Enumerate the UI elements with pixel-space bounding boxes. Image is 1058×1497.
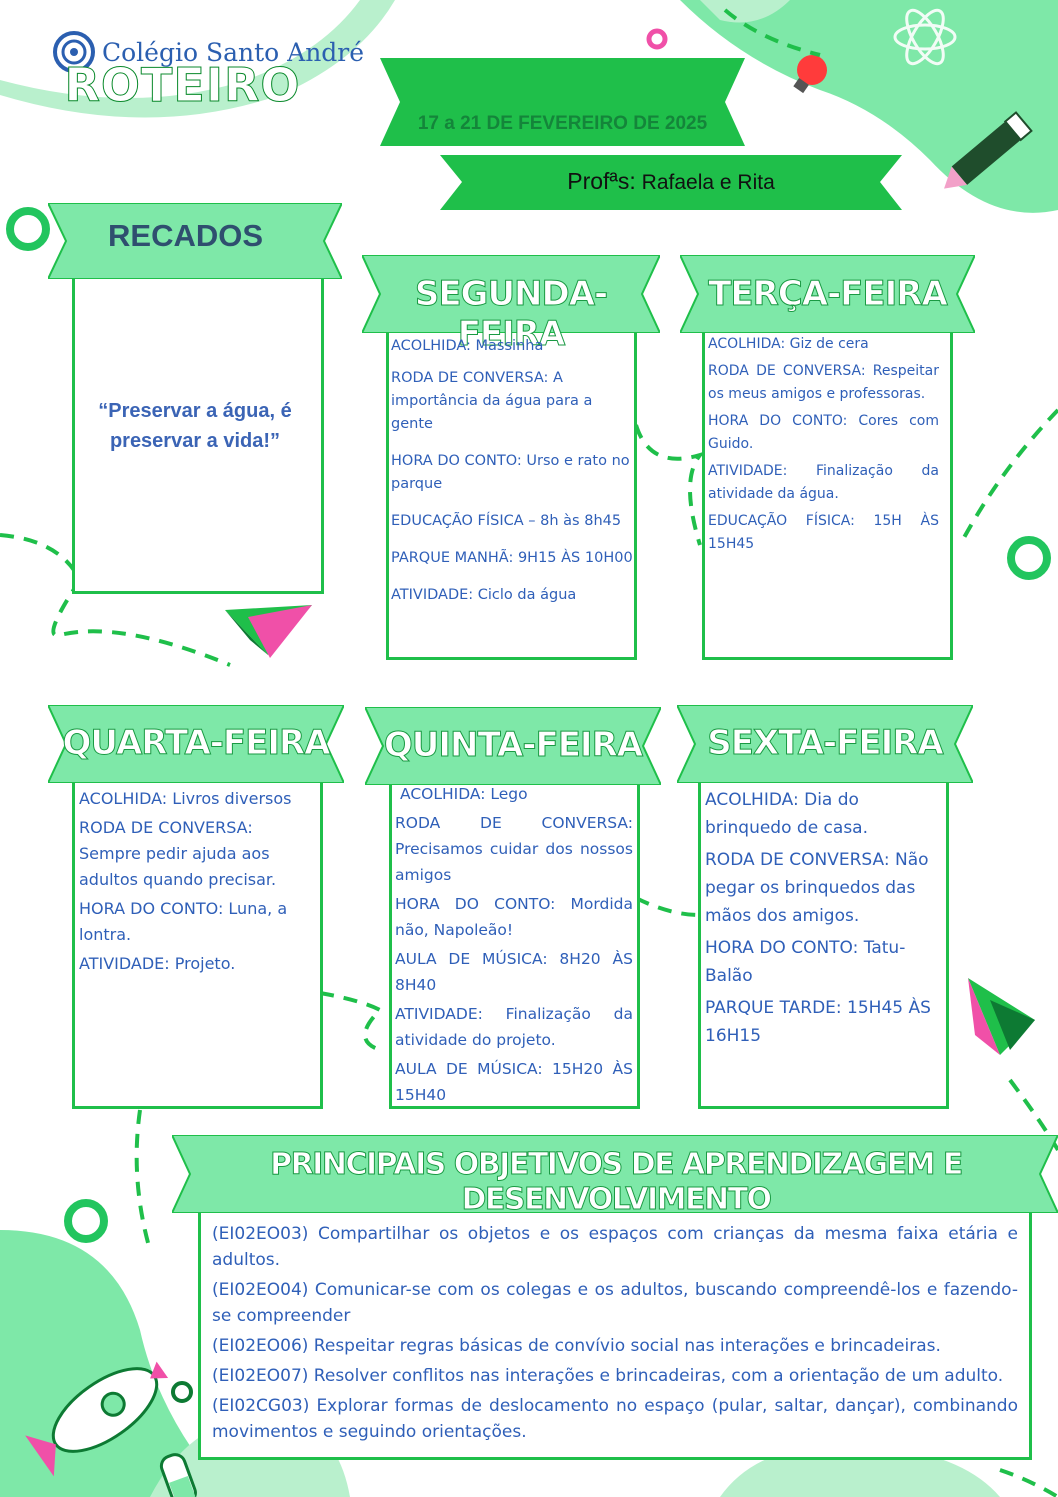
quarta-content: ACOLHIDA: Livros diversos RODA DE CONVER… xyxy=(79,786,319,986)
objectives-list: (EI02EO03) Compartilhar os objetos e os … xyxy=(212,1221,1018,1449)
school-logo: Colégio Santo André xyxy=(52,30,364,74)
sexta-title: SEXTA-FEIRA xyxy=(707,723,945,764)
segunda-item: HORA DO CONTO: Urso e rato no parque xyxy=(391,453,630,492)
recados-box xyxy=(72,268,324,594)
school-name: Colégio Santo André xyxy=(102,37,365,67)
segunda-item: ACOLHIDA: Massinha xyxy=(391,338,544,354)
segunda-content: ACOLHIDA: Massinha RODA DE CONVERSA: A i… xyxy=(391,335,633,616)
teachers-names: Rafaela e Rita xyxy=(641,171,775,194)
terca-content: ACOLHIDA: Giz de cera RODA DE CONVERSA: … xyxy=(708,333,939,565)
segunda-item: ATIVIDADE: Ciclo da água xyxy=(391,587,577,603)
objective-item: (EI02EO04) Comunicar-se com os colegas e… xyxy=(212,1280,1018,1326)
objective-item: (EI02EO07) Resolver conflitos nas intera… xyxy=(212,1366,1004,1386)
quinta-content: ACOLHIDA: Lego RODA DE CONVERSA: Precisa… xyxy=(395,781,633,1117)
objective-item: (EI02CG03) Explorar formas de deslocamen… xyxy=(212,1396,1018,1442)
recados-title: RECADOS xyxy=(108,218,264,253)
quarta-item: ACOLHIDA: Livros diversos xyxy=(79,789,292,808)
sexta-item: RODA DE CONVERSA: Não pegar os brinquedo… xyxy=(705,850,929,926)
quarta-item: RODA DE CONVERSA: Sempre pedir ajuda aos… xyxy=(79,818,277,889)
segunda-item: RODA DE CONVERSA: A importância da água … xyxy=(391,370,593,432)
objective-item: (EI02EO03) Compartilhar os objetos e os … xyxy=(212,1224,1018,1270)
objectives-banner xyxy=(172,1135,1058,1213)
teachers-line: Profªs: Rafaela e Rita xyxy=(440,168,902,195)
segunda-item: EDUCAÇÃO FÍSICA – 8h às 8h45 xyxy=(391,513,622,529)
terca-banner xyxy=(680,255,975,333)
segunda-title: SEGUNDA-FEIRA xyxy=(414,274,608,355)
terca-item: HORA DO CONTO: Cores com Guido. xyxy=(708,413,939,452)
quinta-item: RODA DE CONVERSA: Precisamos cuidar dos … xyxy=(395,814,633,884)
quarta-box xyxy=(72,775,323,1109)
terca-item: EDUCAÇÃO FÍSICA: 15H ÀS 15H45 xyxy=(708,513,939,552)
page-title: ROTEIRO xyxy=(64,58,301,113)
teachers-ribbon xyxy=(440,155,902,210)
quarta-banner xyxy=(48,705,344,783)
segunda-box xyxy=(386,322,637,660)
quinta-item: ACOLHIDA: Lego xyxy=(400,785,528,803)
logo-swirl-icon xyxy=(53,31,95,73)
sexta-item: HORA DO CONTO: Tatu-Balão xyxy=(705,938,906,986)
quinta-item: AULA DE MÚSICA: 15H20 ÀS 15H40 xyxy=(395,1060,633,1104)
quinta-title: QUINTA-FEIRA xyxy=(383,725,643,766)
sexta-banner xyxy=(677,705,973,783)
quinta-box xyxy=(389,775,640,1109)
quinta-item: AULA DE MÚSICA: 8H20 ÀS 8H40 xyxy=(395,950,633,994)
quarta-item: ATIVIDADE: Projeto. xyxy=(79,954,236,973)
quinta-item: ATIVIDADE: Finalização da atividade do p… xyxy=(395,1005,633,1049)
quarta-title: QUARTA-FEIRA xyxy=(62,723,331,764)
segunda-banner xyxy=(362,255,660,333)
recados-banner xyxy=(48,203,342,279)
date-range: 17 a 21 DE FEVEREIRO DE 2025 xyxy=(417,113,708,134)
objectives-title: PRINCIPAIS OBJETIVOS DE APRENDIZAGEM E D… xyxy=(270,1147,964,1218)
recados-quote: “Preservar a água, é preservar a vida!” xyxy=(98,400,292,452)
segunda-item: PARQUE MANHÃ: 9H15 ÀS 10H00 xyxy=(391,550,633,566)
terca-item: ACOLHIDA: Giz de cera xyxy=(708,336,869,352)
quarta-item: HORA DO CONTO: Luna, a lontra. xyxy=(79,899,288,944)
title-ribbon xyxy=(380,58,745,146)
terca-title: TERÇA-FEIRA xyxy=(708,274,949,315)
objective-item: (EI02EO06) Respeitar regras básicas de c… xyxy=(212,1336,941,1356)
sexta-item: ACOLHIDA: Dia do brinquedo de casa. xyxy=(705,790,868,838)
teachers-label: Profªs: xyxy=(567,168,636,194)
terca-item: ATIVIDADE: Finalização da atividade da á… xyxy=(708,463,939,502)
quinta-item: HORA DO CONTO: Mordida não, Napoleão! xyxy=(395,895,633,939)
quinta-banner xyxy=(365,707,661,785)
sexta-content: ACOLHIDA: Dia do brinquedo de casa. RODA… xyxy=(705,786,941,1059)
terca-item: RODA DE CONVERSA: Respeitar os meus amig… xyxy=(708,363,939,402)
sexta-item: PARQUE TARDE: 15H45 ÀS 16H15 xyxy=(705,998,931,1046)
